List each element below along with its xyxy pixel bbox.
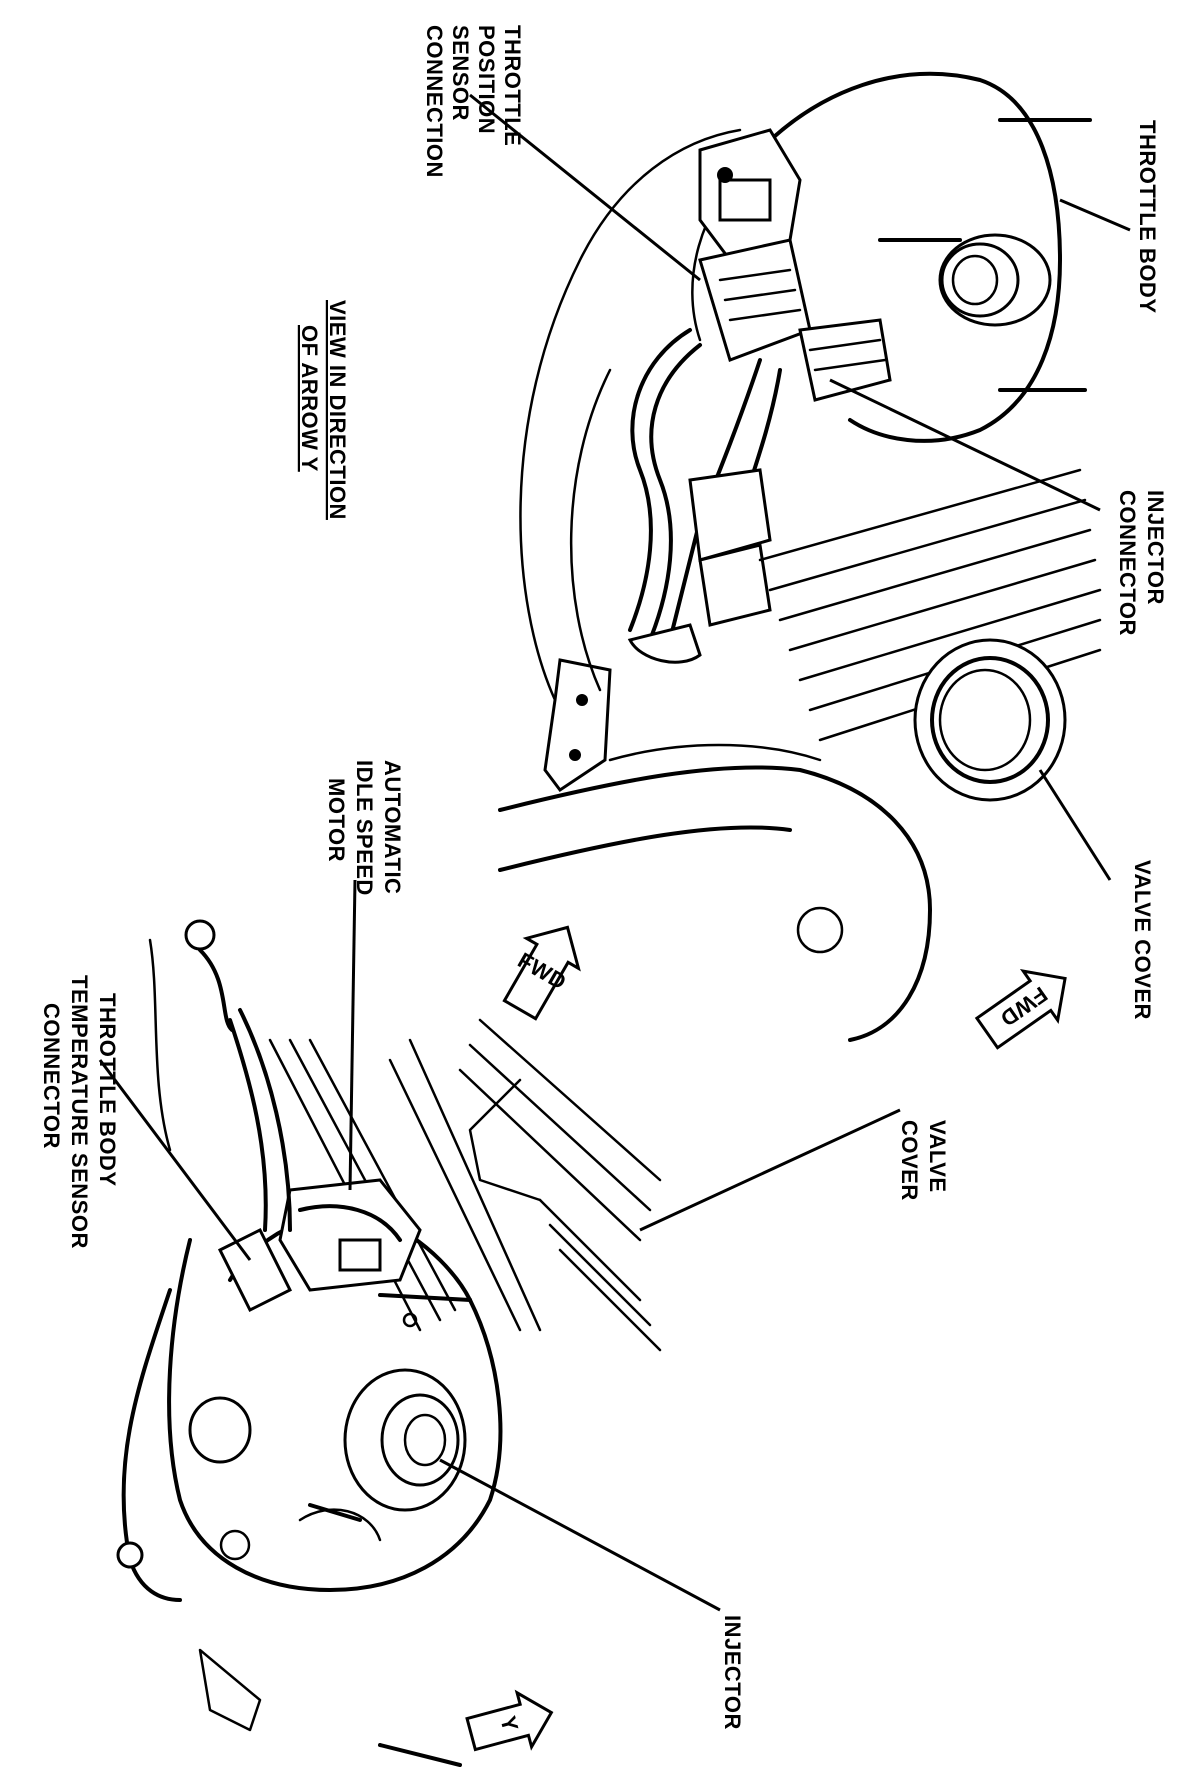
label-line: VALVE <box>925 1120 950 1193</box>
top-throttle-body-view <box>498 71 1102 1042</box>
top-throttle-body-cylinder <box>938 233 1052 327</box>
label-automatic-idle-speed-motor: AUTOMATIC IDLE SPEED MOTOR <box>324 760 405 896</box>
leader-automatic-idle-speed-motor <box>348 879 357 1191</box>
label-throttle-body-temperature-sensor-connector: THROTTLE BODY TEMPERATURE SENSOR CONNECT… <box>39 975 120 1249</box>
label-valve-cover-top: VALVE COVER <box>1130 860 1155 1020</box>
view-title: VIEW IN DIRECTION OF ARROW Y <box>297 300 350 520</box>
leader-valve-cover-bottom <box>639 1108 901 1232</box>
view-title-line: VIEW IN DIRECTION <box>325 300 350 520</box>
label-line: CONNECTION <box>422 25 447 178</box>
top-mounting-bracket <box>543 658 612 793</box>
view-title-line: OF ARROW Y <box>297 325 322 472</box>
automatic-idle-speed-motor <box>278 1178 422 1292</box>
leader-injector-connector <box>829 378 1101 512</box>
fwd-arrow-bottom: FWD <box>502 925 581 1021</box>
bottom-mounting-bracket <box>116 1288 262 1732</box>
bottom-throttle-body-housing <box>167 1211 503 1592</box>
label-throttle-body: THROTTLE BODY <box>1135 120 1160 314</box>
label-line: SENSOR <box>448 25 473 121</box>
label-line: CONNECTOR <box>39 1003 64 1149</box>
label-line: VALVE COVER <box>1130 860 1155 1020</box>
bottom-throttle-body-view <box>116 919 662 1767</box>
label-line: INJECTOR <box>1143 490 1168 605</box>
top-wiring-harness <box>627 238 892 664</box>
leader-valve-cover-top <box>1038 769 1112 881</box>
arrow-y: Y <box>465 1689 554 1752</box>
label-line: AUTOMATIC <box>380 760 405 894</box>
throttle-body-temperature-sensor <box>148 919 293 1313</box>
label-throttle-position-sensor-connection: THROTTLE POSITION SENSOR CONNECTION <box>422 25 525 178</box>
label-line: IDLE SPEED <box>352 760 377 896</box>
label-line: THROTTLE BODY <box>95 993 120 1187</box>
label-line: THROTTLE BODY <box>1135 120 1160 314</box>
label-valve-cover-bottom: VALVE COVER <box>897 1120 950 1201</box>
top-valve-cover-cap <box>913 638 1067 802</box>
label-line: POSITION <box>474 25 499 134</box>
label-line: THROTTLE <box>500 25 525 146</box>
leader-throttle-body <box>1059 198 1131 232</box>
label-line: COVER <box>897 1120 922 1201</box>
leader-lines <box>98 93 1131 1612</box>
arrow-y-label: Y <box>495 1713 523 1734</box>
leader-injector <box>439 1458 721 1612</box>
label-line: INJECTOR <box>720 1615 745 1730</box>
label-injector-connector: INJECTOR CONNECTOR <box>1115 490 1168 636</box>
label-line: CONNECTOR <box>1115 490 1140 636</box>
leader-throttle-position-sensor <box>469 93 701 282</box>
leader-temperature-sensor <box>98 1059 252 1261</box>
label-line: MOTOR <box>324 778 349 862</box>
label-line: TEMPERATURE SENSOR <box>67 975 92 1249</box>
fwd-arrow-top: FWD <box>974 968 1067 1050</box>
label-injector: INJECTOR <box>720 1615 745 1730</box>
top-valve-cover-body <box>498 468 1102 1042</box>
